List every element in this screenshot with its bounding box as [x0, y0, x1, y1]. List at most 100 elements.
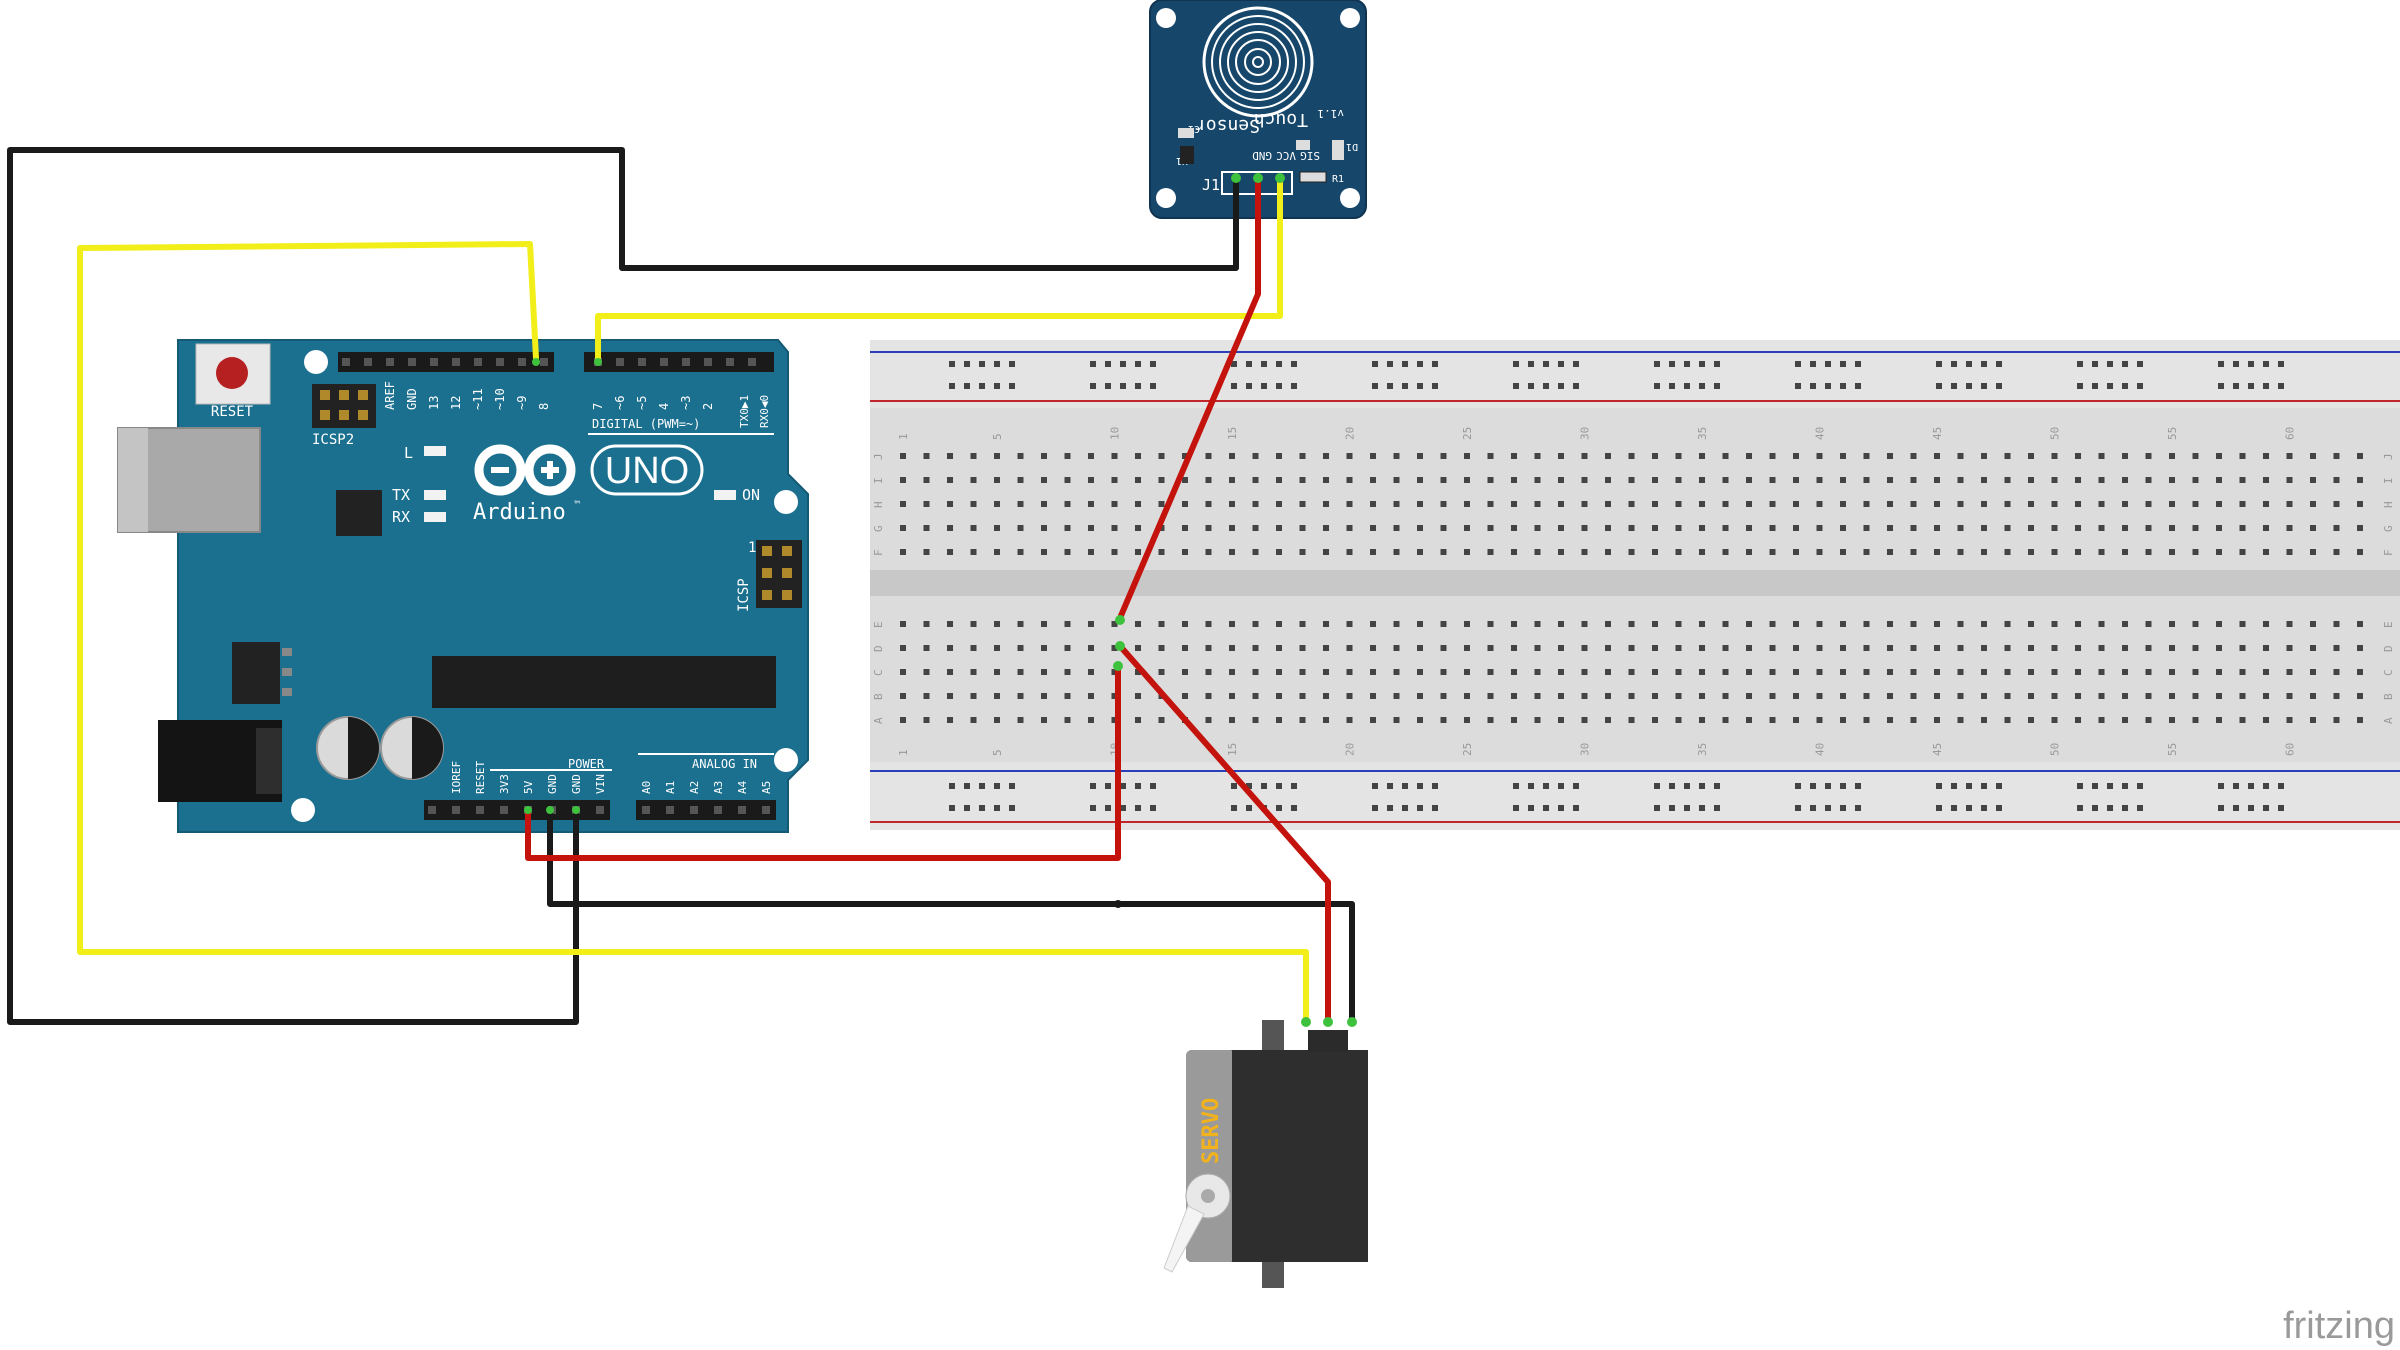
breadboard-hole — [2357, 477, 2363, 483]
header-pin — [364, 358, 372, 366]
breadboard-hole — [2122, 645, 2128, 651]
rail-hole — [1246, 783, 1252, 789]
breadboard-column-number: 60 — [2284, 743, 2297, 756]
breadboard-hole — [2192, 525, 2199, 531]
breadboard-hole — [1487, 477, 1494, 483]
header-pin — [428, 806, 436, 814]
header-pin — [518, 358, 526, 366]
breadboard-hole — [1793, 645, 1799, 651]
rail-hole — [1105, 783, 1111, 789]
breadboard-hole — [1910, 525, 1917, 531]
breadboard-hole — [2098, 501, 2105, 507]
breadboard-column-number: 1 — [897, 433, 910, 440]
breadboard-hole — [1205, 501, 1212, 507]
breadboard-hole — [1158, 453, 1165, 459]
breadboard-hole — [1840, 621, 1846, 627]
sensor-j1-label: J1 — [1202, 176, 1220, 194]
breadboard-hole — [1887, 621, 1893, 627]
header-pin — [682, 358, 690, 366]
breadboard-hole — [970, 477, 977, 483]
breadboard-hole — [1934, 453, 1940, 459]
breadboard-hole — [2075, 525, 2081, 531]
reset-button-cap-icon[interactable] — [216, 357, 248, 389]
breadboard-hole — [1393, 669, 1400, 675]
digital-pin-label: 12 — [449, 396, 463, 410]
usb-connector-face — [118, 428, 148, 532]
icsp-label: ICSP — [736, 578, 752, 612]
breadboard-hole — [1816, 621, 1823, 627]
breadboard-hole — [2216, 669, 2222, 675]
rail-hole — [2233, 783, 2239, 789]
rail-hole — [2248, 783, 2254, 789]
breadboard-hole — [994, 549, 1000, 555]
rail-hole — [1231, 805, 1237, 811]
breadboard-hole — [1323, 549, 1329, 555]
breadboard-hole — [1252, 477, 1259, 483]
analog-label: ANALOG IN — [692, 757, 757, 771]
breadboard-hole — [1769, 453, 1776, 459]
power-label: POWER — [568, 757, 605, 771]
breadboard-hole — [1017, 453, 1024, 459]
breadboard-hole — [1793, 693, 1799, 699]
breadboard-hole — [1534, 693, 1541, 699]
header-pin — [500, 806, 508, 814]
breadboard-hole — [1605, 525, 1611, 531]
breadboard-hole — [1887, 693, 1893, 699]
breadboard-hole — [2051, 669, 2058, 675]
breadboard-hole — [947, 621, 953, 627]
rail-hole — [1135, 361, 1141, 367]
breadboard-hole — [1887, 717, 1893, 723]
breadboard-hole — [994, 693, 1000, 699]
rail-hole — [949, 805, 955, 811]
rail-hole — [1513, 805, 1519, 811]
rail-hole — [949, 783, 955, 789]
breadboard-hole — [1158, 501, 1165, 507]
rail-hole — [1150, 361, 1156, 367]
mounting-hole-icon — [774, 490, 798, 514]
breadboard-hole — [1746, 501, 1752, 507]
breadboard-hole — [923, 477, 930, 483]
sensor-pin-sig: SIG — [1300, 149, 1320, 162]
breadboard-hole — [1088, 549, 1094, 555]
breadboard-hole — [1675, 549, 1682, 555]
breadboard-hole — [2333, 717, 2340, 723]
breadboard-hole — [1910, 645, 1917, 651]
rail-hole — [1090, 361, 1096, 367]
power-pin-label: RESET — [474, 761, 487, 794]
breadboard-hole — [1017, 669, 1024, 675]
rail-hole — [994, 383, 1000, 389]
breadboard-hole — [1346, 693, 1353, 699]
breadboard-hole — [2263, 549, 2269, 555]
breadboard-hole — [1675, 669, 1682, 675]
breadboard-hole — [1934, 525, 1940, 531]
breadboard-hole — [900, 525, 906, 531]
header-pin — [642, 806, 650, 814]
breadboard-hole — [2216, 693, 2222, 699]
header-pin — [430, 358, 438, 366]
breadboard-hole — [1205, 525, 1212, 531]
rail-hole — [1810, 383, 1816, 389]
breadboard-row-letter: H — [2382, 501, 2395, 508]
rail-hole — [1714, 383, 1720, 389]
wire-red-5v — [525, 663, 1121, 861]
rail-hole — [1669, 783, 1675, 789]
breadboard-hole — [1840, 645, 1846, 651]
breadboard-hole — [1205, 549, 1212, 555]
breadboard-hole — [1675, 501, 1682, 507]
breadboard-hole — [2098, 621, 2105, 627]
rail-hole — [2107, 383, 2113, 389]
digital-pin-label: ~11 — [471, 388, 485, 410]
breadboard-hole — [1910, 693, 1917, 699]
breadboard-hole — [1229, 525, 1235, 531]
breadboard-hole — [994, 621, 1000, 627]
breadboard-column-number: 55 — [2166, 427, 2179, 440]
breadboard-hole — [1558, 501, 1564, 507]
breadboard-hole — [1840, 525, 1846, 531]
rail-hole — [1795, 383, 1801, 389]
breadboard-hole — [2051, 453, 2058, 459]
breadboard-row-letter: G — [872, 525, 885, 532]
rail-hole — [1291, 383, 1297, 389]
rail-hole — [1261, 361, 1267, 367]
breadboard-row-letter: F — [872, 549, 885, 556]
